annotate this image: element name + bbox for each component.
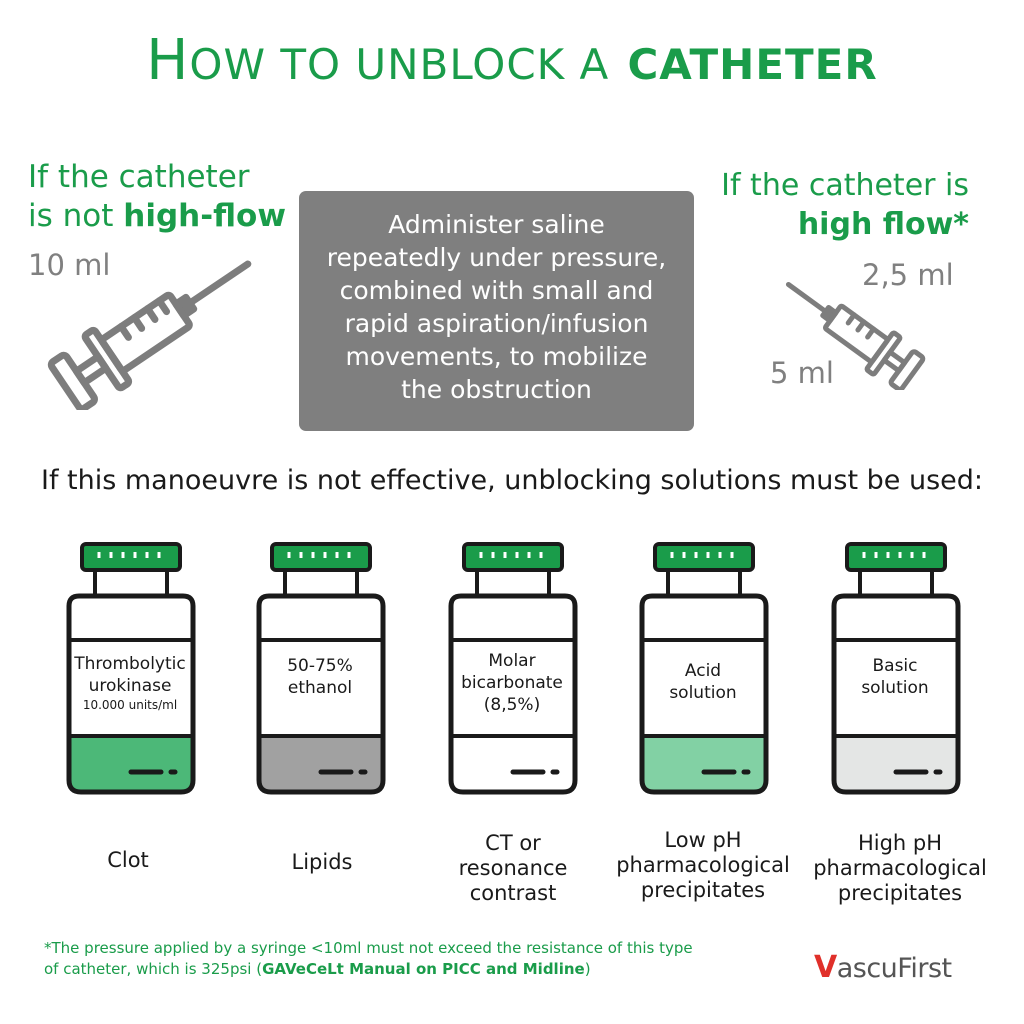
instruction-line: the obstruction: [401, 375, 592, 404]
bottle-label-concentration: 10.000 units/ml: [82, 698, 178, 712]
bottle-caption-line: Lipids: [291, 850, 353, 874]
bottle-label-line: ethanol: [287, 678, 353, 698]
right-heading: If the catheter is high flow*: [721, 166, 969, 244]
left-heading-pre: is not: [28, 198, 124, 234]
bottle-label-line: bicarbonate: [461, 673, 563, 693]
bottle-caption-line: contrast: [469, 881, 557, 905]
bottle-label-line: Molar: [488, 651, 536, 671]
page-title: How to unblock a catheter: [0, 26, 1024, 100]
title-bold-word: catheter: [627, 40, 878, 89]
footnote-post: ): [584, 960, 591, 978]
bottle-label-line: Acid: [684, 661, 722, 681]
solution-bottle: 50-75%ethanol: [245, 540, 395, 800]
right-heading-line1: If the catheter is: [721, 168, 969, 203]
logo-v: V: [814, 950, 837, 985]
footnote: *The pressure applied by a syringe <10ml…: [44, 938, 784, 980]
bottle-label: 50-75%ethanol: [251, 655, 389, 699]
bottle-icon: [66, 542, 196, 795]
left-volume: 10 ml: [28, 248, 111, 282]
bottle-caption-line: pharmacological: [616, 853, 790, 877]
right-volume-bottom: 5 ml: [770, 356, 834, 390]
title-initial: H: [146, 28, 190, 93]
footnote-pre: of catheter, which is 325psi (: [44, 960, 263, 978]
bottle-caption-line: precipitates: [640, 878, 766, 902]
manoeuvre-text: If this manoeuvre is not effective, unbl…: [40, 465, 984, 496]
syringe-small-icon: [785, 281, 926, 390]
bottle-caption-line: pharmacological: [813, 856, 987, 880]
instruction-line: repeatedly under pressure,: [326, 243, 667, 272]
footnote-line2: of catheter, which is 325psi (GAVeCeLt M…: [44, 959, 784, 980]
bottle-icon: [639, 542, 769, 795]
instruction-line: combined with small and: [339, 276, 654, 305]
bottle-label-line: urokinase: [88, 676, 172, 696]
footnote-source: GAVeCeLt Manual on PICC and Midline: [262, 960, 585, 978]
bottle-caption-line: CT or: [485, 831, 541, 855]
right-volume-top: 2,5 ml: [862, 258, 954, 292]
bottle-caption: Lipids: [222, 850, 422, 875]
instruction-line: rapid aspiration/infusion: [344, 309, 649, 338]
bottle-caption-line: Low pH: [664, 828, 742, 852]
bottle-label-line: Basic: [872, 656, 918, 676]
bottle-label-line: (8,5%): [483, 695, 541, 715]
left-heading: If the catheter is not high-flow: [28, 158, 286, 236]
footnote-line1: *The pressure applied by a syringe <10ml…: [44, 939, 693, 957]
instruction-box: Administer saline repeatedly under press…: [299, 191, 694, 431]
bottle-caption-line: Clot: [107, 848, 149, 872]
left-heading-line2: is not high-flow: [28, 197, 286, 236]
logo-rest: ascuFirst: [836, 953, 952, 984]
left-heading-bold: high-flow: [123, 198, 286, 234]
title-rest: ow to unblock a: [189, 40, 610, 89]
bottle-caption-line: precipitates: [837, 881, 963, 905]
vascufirst-logo: VascuFirst: [814, 950, 952, 985]
bottle-label-line: Thrombolytic: [74, 654, 186, 674]
bottle-caption-line: resonance: [458, 856, 568, 880]
bottle-icon: [448, 542, 578, 795]
bottle-label-line: solution: [669, 683, 737, 703]
right-heading-bold: high flow*: [797, 207, 969, 242]
instruction-line: movements, to mobilize: [345, 342, 648, 371]
bottle-icon: [831, 542, 961, 795]
right-heading-line2: high flow*: [721, 205, 969, 244]
bottle-label-line: solution: [861, 678, 929, 698]
bottle-icon: [256, 542, 386, 795]
syringe-large-icon: [47, 260, 252, 410]
left-heading-line1: If the catheter: [28, 159, 250, 195]
bottle-label-line: 50-75%: [287, 656, 353, 676]
instruction-line: Administer saline: [388, 210, 605, 239]
bottle-caption-line: High pH: [857, 831, 943, 855]
bottle-caption: Clot: [28, 848, 228, 873]
